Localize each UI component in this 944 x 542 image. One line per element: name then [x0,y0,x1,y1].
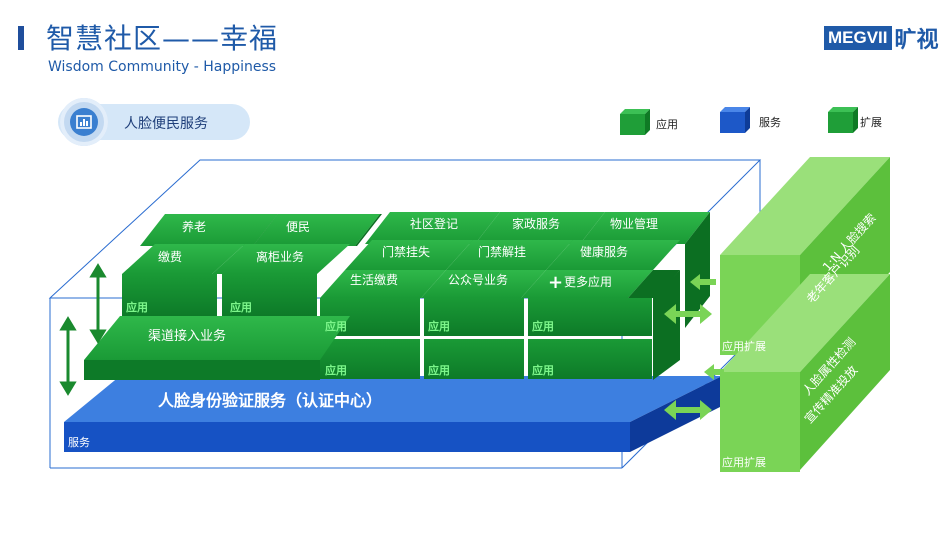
app-label: 应用 [325,363,347,377]
tile-jiazheng: 家政服务 [512,216,560,231]
legend-service-swatch [720,107,750,137]
service-slab [64,376,722,452]
app-label: 应用 [230,300,252,314]
tile-menjin-jie: 门禁解挂 [478,244,526,259]
chart-icon [70,108,98,136]
app-label: 应用 [532,319,554,333]
page-title: 智慧社区——幸福 [46,22,279,55]
front-row-tiles [320,270,680,380]
logo-text: MEGVII [824,26,892,50]
tile-shenghuo: 生活缴费 [350,272,398,287]
title-accent-bar [18,26,24,50]
legend-service-label: 服务 [759,116,781,129]
horizontal-arrows [664,274,724,420]
service-slab-label: 人脸身份验证服务（认证中心） [158,391,382,410]
plus-icon: + [548,272,563,293]
back-row-tiles [140,212,710,328]
legend-app-label: 应用 [656,118,678,131]
legend-app-swatch [620,109,650,139]
tile-jiaofei: 缴费 [158,249,182,264]
ext-top-label: 应用扩展 [722,339,766,353]
ext-bottom-label: 应用扩展 [722,455,766,469]
page-subtitle: Wisdom Community - Happiness [48,59,277,75]
app-label: 应用 [532,363,554,377]
legend-ext-swatch [828,107,858,137]
tile-shequ: 社区登记 [410,216,458,231]
tile-menjin-gua: 门禁挂失 [382,244,430,259]
tile-ligui: 离柜业务 [256,249,304,264]
app-label: 应用 [325,319,347,333]
tile-jiankang: 健康服务 [580,244,628,259]
tile-more: 更多应用 [564,274,612,289]
section-label: 人脸便民服务 [124,116,208,132]
legend-ext-label: 扩展 [860,116,882,129]
extension-blocks [720,157,890,472]
tile-wuye: 物业管理 [610,216,658,231]
channel-label: 渠道接入业务 [148,328,226,344]
app-label: 应用 [126,300,148,314]
service-label: 服务 [68,436,90,449]
app-label: 应用 [428,363,450,377]
tile-bianmin: 便民 [286,220,310,234]
tile-yanglao: 养老 [182,219,206,234]
megvii-logo: MEGVII 旷视 [824,26,939,53]
middle-row-tiles [122,240,680,316]
channel-slab [84,316,350,380]
vertical-arrows [59,263,107,396]
app-label: 应用 [428,319,450,333]
logo-cn: 旷视 [894,28,939,53]
tile-gongzhong: 公众号业务 [448,272,508,287]
